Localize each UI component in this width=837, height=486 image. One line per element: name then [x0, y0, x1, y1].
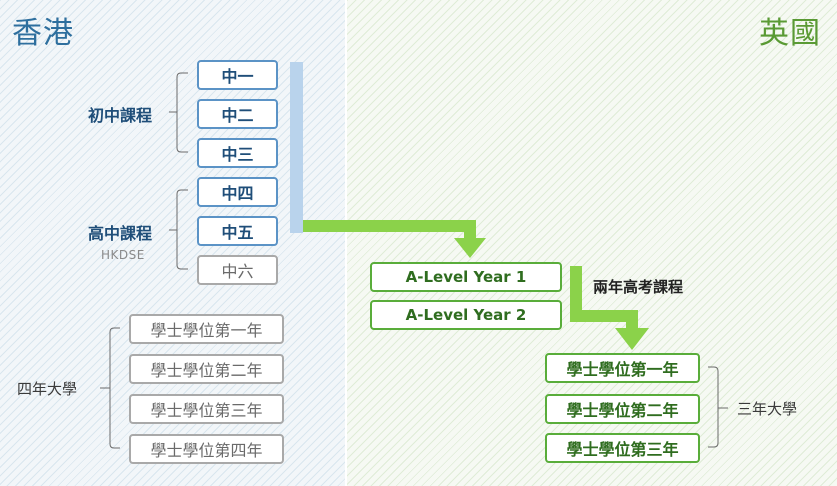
form-s6-box: 中六	[197, 255, 278, 285]
panel-divider	[345, 0, 347, 486]
form-s3-box: 中三	[197, 138, 278, 168]
alevel-year-1-box: A-Level Year 1	[370, 262, 562, 292]
hk-uni-year-3-box: 學士學位第三年	[129, 394, 284, 424]
senior-secondary-label: 高中課程	[88, 224, 153, 243]
form-s4-box: 中四	[197, 177, 278, 207]
form-s1-box: 中一	[197, 60, 278, 90]
two-year-alevel-label: 兩年高考課程	[593, 278, 684, 296]
uk-uni-year-1-box: 學士學位第一年	[545, 353, 700, 383]
hk-uni-year-4-box: 學士學位第四年	[129, 434, 284, 464]
form-s2-box: 中二	[197, 99, 278, 129]
uk-uni-year-2-box: 學士學位第二年	[545, 394, 700, 424]
uk-university-bracket	[708, 366, 728, 448]
arrow-to-uk-university	[570, 266, 649, 350]
alevel-year-2-box: A-Level Year 2	[370, 300, 562, 330]
hk-progress-bar	[290, 62, 303, 233]
uk-three-year-university-label: 三年大學	[737, 400, 798, 418]
hk-four-year-university-label: 四年大學	[17, 380, 78, 398]
hong-kong-panel	[0, 0, 345, 486]
form-s5-box: 中五	[197, 216, 278, 246]
hk-uni-year-1-box: 學士學位第一年	[129, 314, 284, 344]
hkdse-label: HKDSE	[101, 248, 145, 262]
hk-uni-year-2-box: 學士學位第二年	[129, 354, 284, 384]
uk-title: 英國	[759, 16, 821, 51]
senior-bracket	[169, 189, 188, 270]
uk-uni-year-3-box: 學士學位第三年	[545, 433, 700, 463]
arrow-to-alevel	[303, 220, 486, 258]
junior-bracket	[169, 72, 188, 153]
hk-university-bracket	[100, 327, 120, 449]
hong-kong-title: 香港	[12, 16, 74, 51]
junior-secondary-label: 初中課程	[88, 106, 153, 125]
uk-panel	[347, 0, 837, 486]
